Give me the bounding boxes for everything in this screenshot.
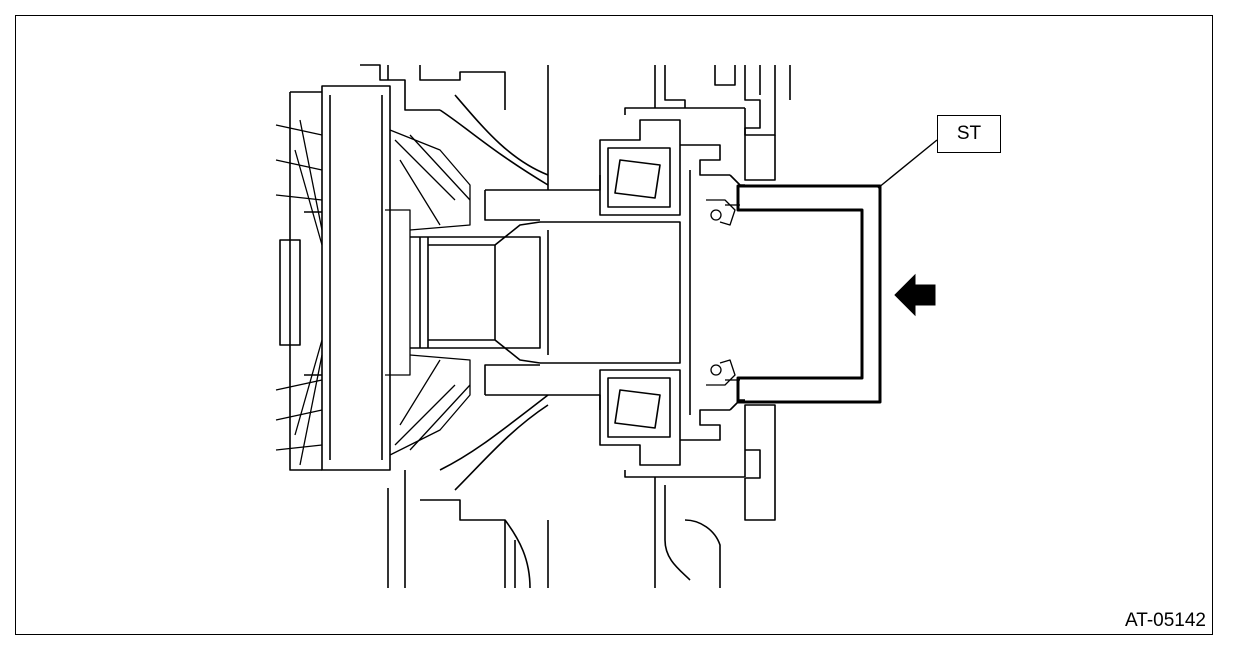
pinion-gear-teeth (275, 119, 323, 466)
oil-seal-clips (706, 199, 740, 386)
special-tool-st (736, 184, 882, 404)
bearing-upper (599, 107, 745, 216)
direction-arrow-icon (894, 273, 936, 317)
figure-frame (15, 15, 1213, 635)
axle-shaft (410, 170, 691, 415)
st-callout-label: ST (937, 115, 1001, 153)
figure-id: AT-05142 (1125, 610, 1206, 631)
ring-gear (279, 85, 391, 471)
case-housing (360, 64, 601, 589)
seal-housing (654, 65, 791, 588)
st-leader-line (877, 139, 938, 189)
bearing-lower (599, 369, 745, 478)
side-gear (385, 129, 471, 456)
